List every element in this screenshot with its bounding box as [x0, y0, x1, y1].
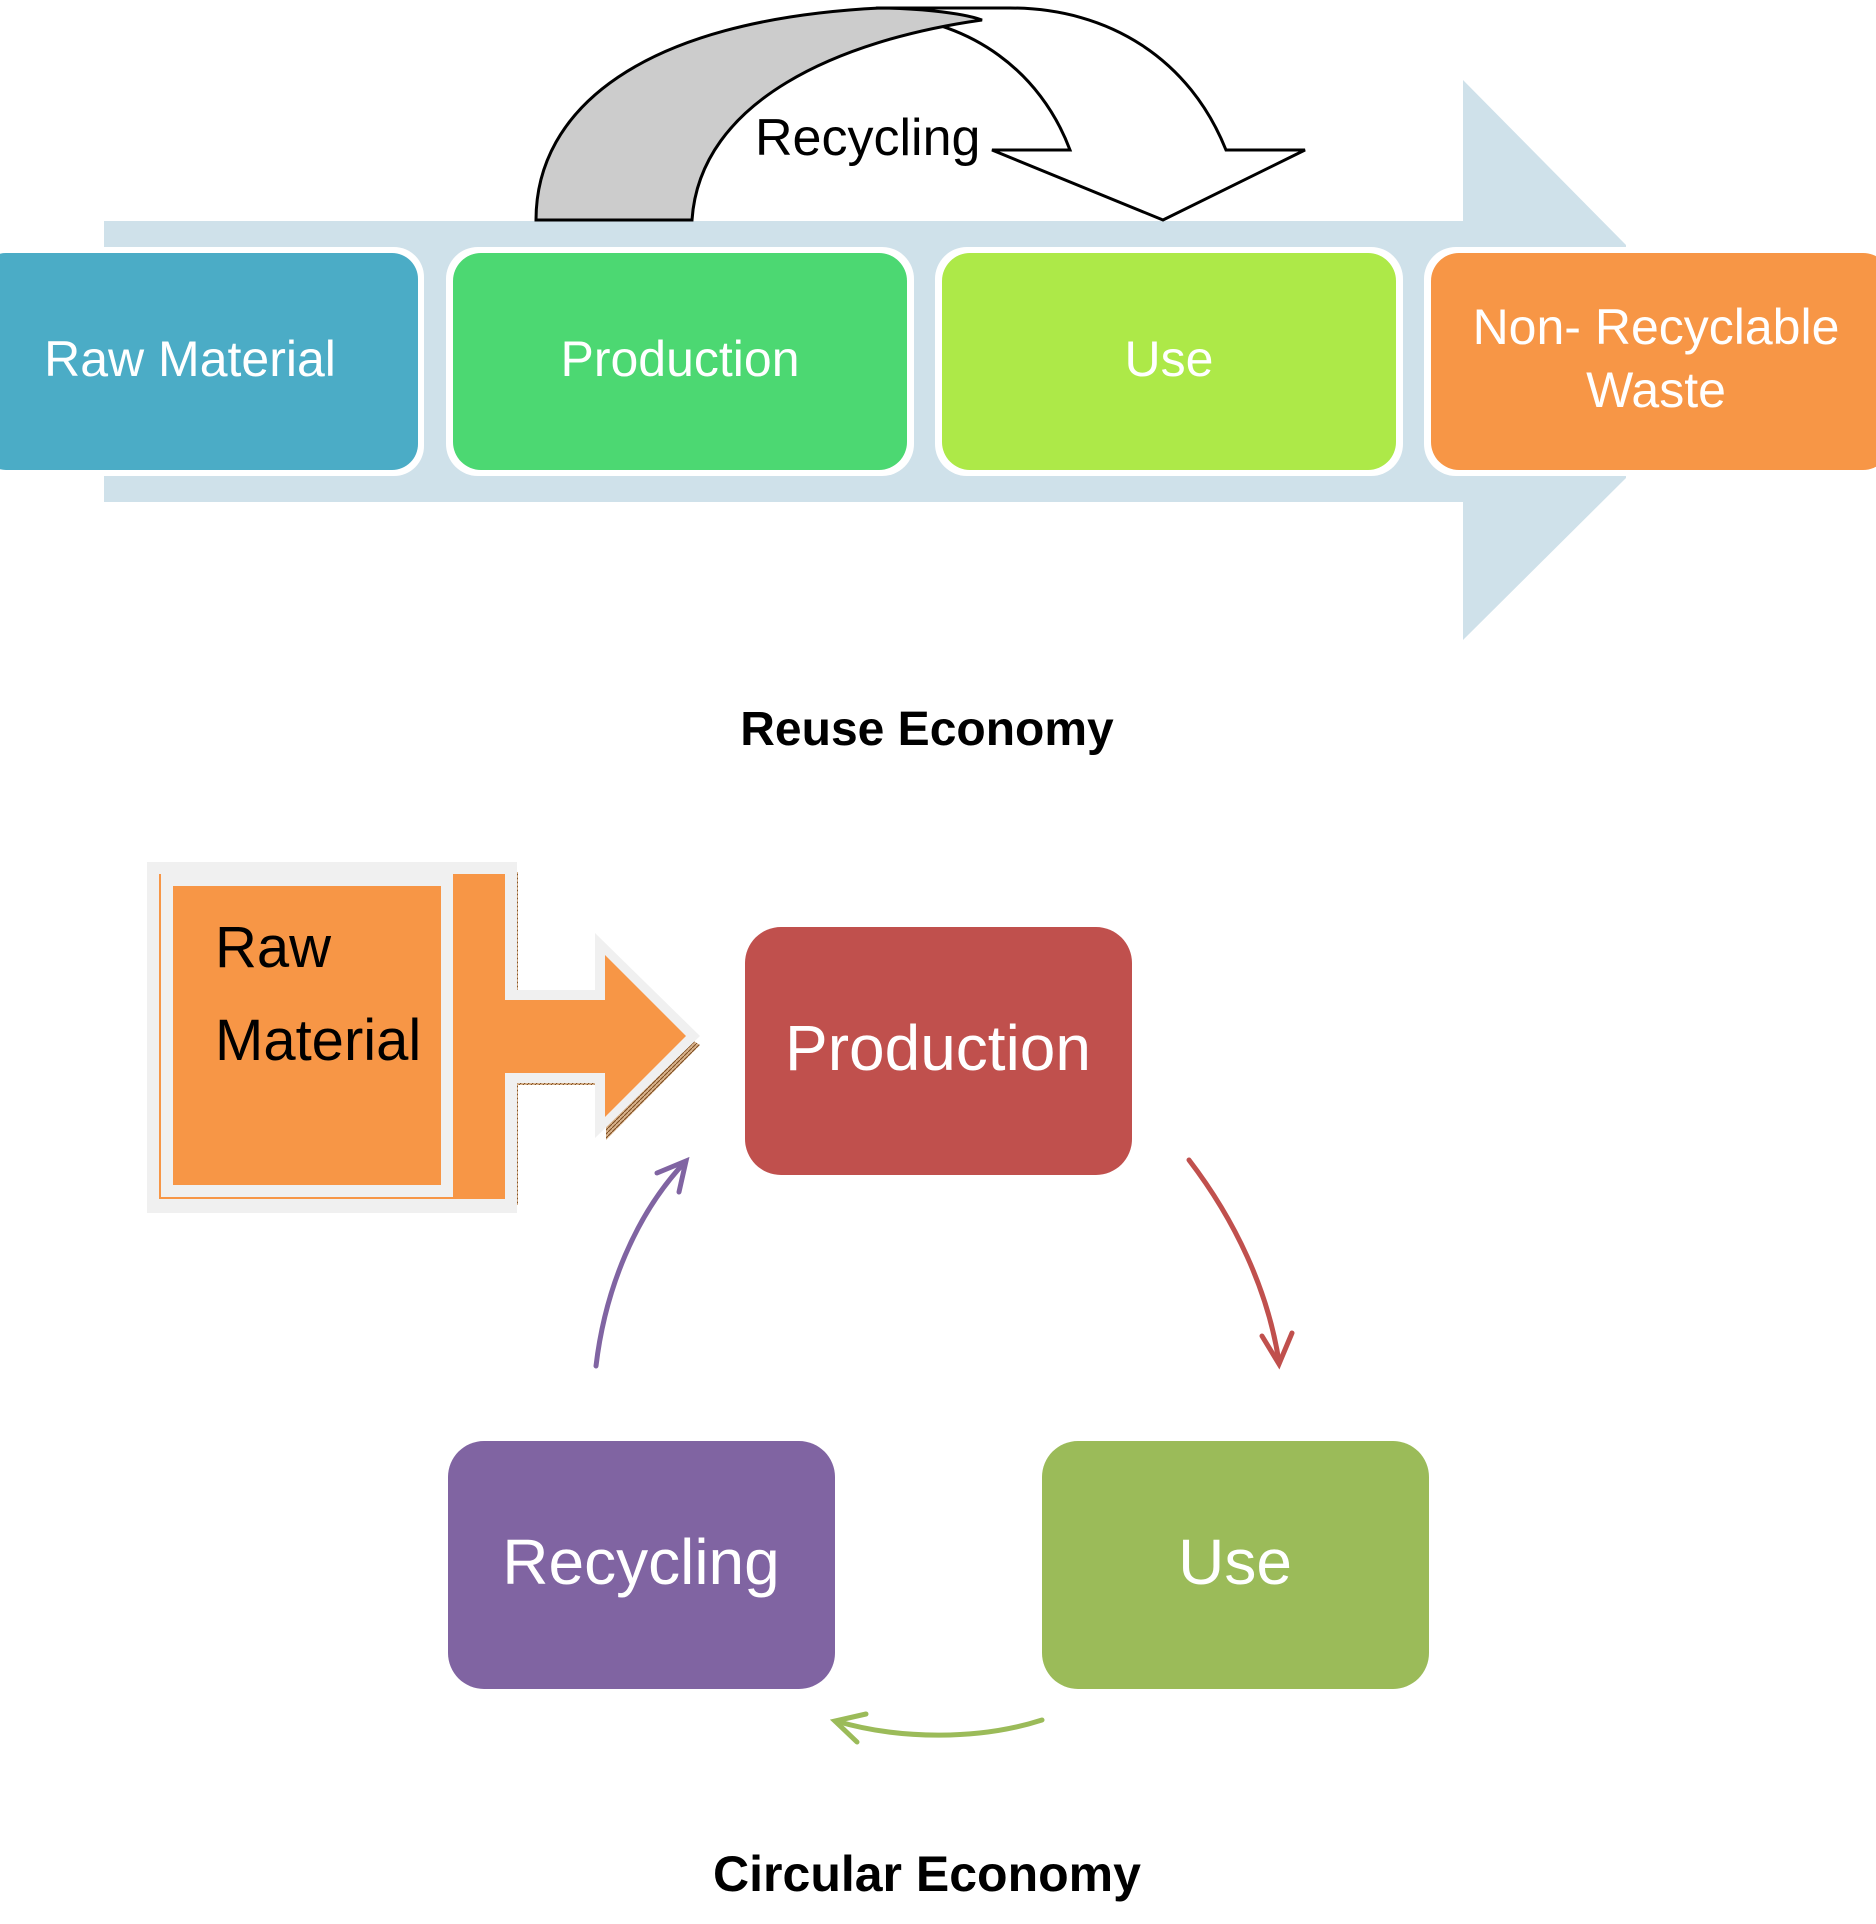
circular-node-label: Production	[785, 1012, 1091, 1084]
circular-economy-title: Circular Economy	[713, 1846, 1141, 1902]
raw-material-label: Raw	[215, 915, 332, 980]
reuse-step-label: Use	[1125, 331, 1214, 387]
reuse-step-raw-material: Raw Material	[0, 247, 424, 476]
reuse-step-label: Raw Material	[44, 331, 336, 387]
circular-economy-section: Raw Material Production Use Recycling	[147, 862, 1429, 1902]
raw-material-input-arrow: Raw Material	[147, 862, 700, 1213]
reuse-economy-section: Raw Material Production Use Non- Recycla…	[0, 6, 1876, 756]
reuse-step-non-recyclable-waste: Non- Recyclable Waste	[1424, 247, 1876, 476]
recycling-arrow-label: Recycling	[755, 109, 980, 167]
circular-node-label: Use	[1178, 1526, 1292, 1598]
reuse-step-use: Use	[935, 247, 1403, 476]
circular-node-production: Production	[745, 927, 1132, 1175]
circular-node-label: Recycling	[502, 1526, 779, 1598]
reuse-step-label: Waste	[1586, 362, 1726, 418]
circular-node-use: Use	[1042, 1441, 1429, 1689]
reuse-economy-title: Reuse Economy	[740, 703, 1114, 756]
reuse-step-label: Production	[560, 331, 799, 387]
raw-material-label: Material	[215, 1008, 421, 1073]
recycling-curved-arrow-icon: Recycling	[534, 6, 1306, 222]
arrow-recycling-to-production-icon	[593, 1156, 690, 1369]
arrow-production-to-use-icon	[1186, 1157, 1295, 1370]
reuse-step-production: Production	[446, 247, 914, 476]
arrow-use-to-recycling-icon	[829, 1711, 1045, 1745]
reuse-step-label: Non- Recyclable	[1473, 299, 1840, 355]
circular-node-recycling: Recycling	[448, 1441, 835, 1689]
